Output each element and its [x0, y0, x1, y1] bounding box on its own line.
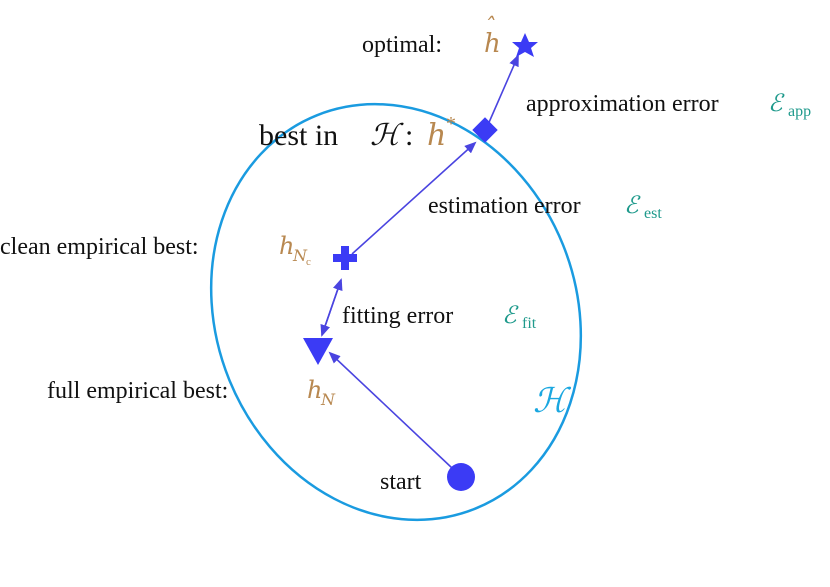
best-colon: :	[405, 119, 413, 152]
start-label: start	[380, 469, 422, 495]
optimal-symbol: h	[484, 29, 501, 59]
estimation-error-label: estimation error	[428, 193, 581, 219]
diamond-icon	[472, 117, 498, 143]
optimal-hat: ˆ	[484, 15, 495, 40]
best-label: best in	[259, 119, 338, 152]
best-sup: *	[446, 113, 456, 135]
fitting-error-sub: fit	[522, 315, 537, 332]
arrow-start-to-full	[328, 351, 453, 469]
optimal-label: optimal:	[362, 32, 442, 58]
clean-label: clean empirical best:	[0, 234, 199, 260]
estimation-error-sub: est	[644, 205, 662, 222]
star-icon	[512, 33, 538, 57]
hypothesis-space-ellipse	[209, 102, 583, 522]
arrow-clean-to-full	[320, 279, 342, 337]
arrow-best-to-optimal	[486, 54, 519, 128]
best-symbol: h	[427, 118, 446, 153]
hypothesis-space-label: ℋ	[533, 381, 572, 421]
circle-icon	[447, 463, 475, 491]
full-label: full empirical best:	[47, 378, 228, 404]
clean-symbol: h	[279, 232, 294, 260]
approximation-error-symbol: ℰ	[768, 89, 785, 117]
fitting-error-label: fitting error	[342, 303, 453, 329]
arrow-clean-to-best	[351, 141, 477, 255]
approximation-error-label: approximation error	[526, 91, 719, 117]
clean-subsub: c	[306, 256, 311, 268]
plus-icon	[333, 246, 357, 270]
triangle-down-icon	[303, 338, 333, 365]
full-symbol: h	[307, 376, 322, 404]
estimation-error-symbol: ℰ	[624, 191, 641, 219]
approximation-error-sub: app	[788, 103, 811, 120]
full-sub: N	[320, 390, 336, 409]
fitting-error-symbol: ℰ	[502, 301, 519, 329]
clean-sub: N	[292, 246, 308, 265]
best-space-symbol: ℋ	[370, 118, 404, 153]
